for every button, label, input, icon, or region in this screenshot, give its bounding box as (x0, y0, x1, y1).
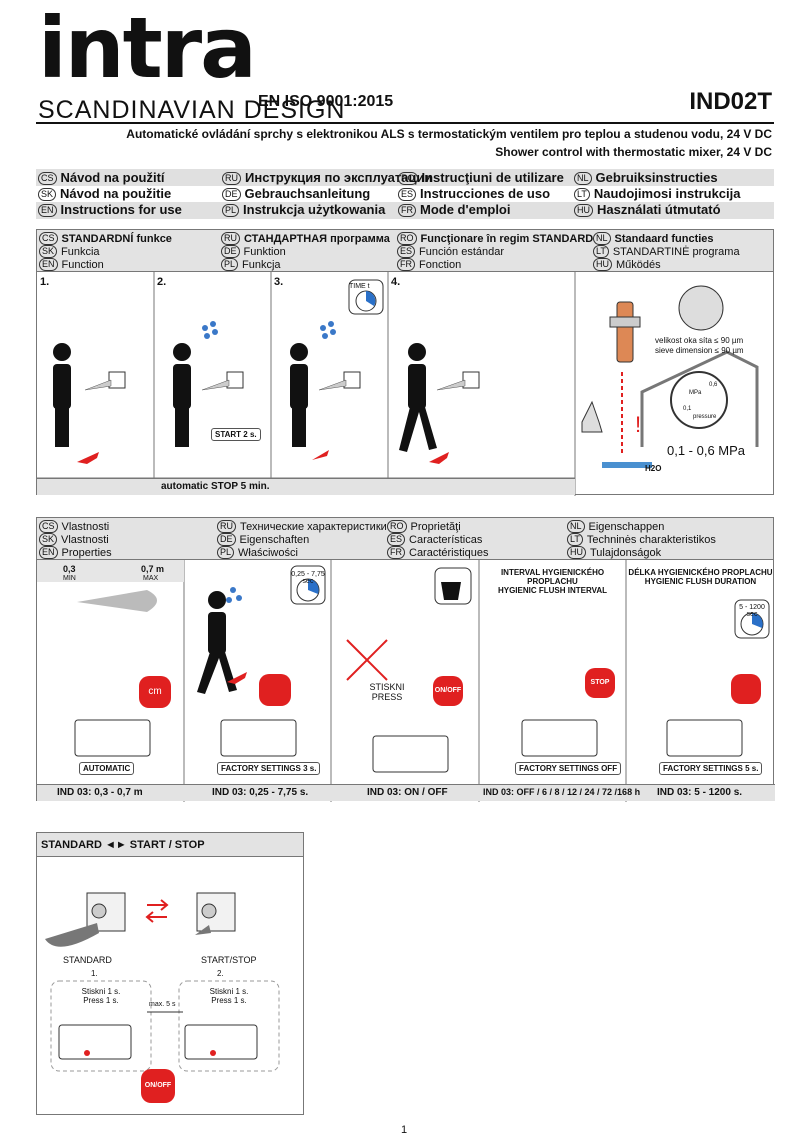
iso-label: EN ISO 9001:2015 (258, 93, 394, 110)
timer5-label: 5 - 1200 sec (739, 604, 765, 618)
gauge-06: 0,6 (709, 382, 718, 388)
onoff-button-2: ON/OFF (141, 1069, 175, 1103)
function-illustration: ! (37, 272, 759, 496)
mesh-en: sieve dimension ≤ 90 µm (655, 346, 744, 355)
properties-values-bar: IND 03: 0,3 - 0,7 m IND 03: 0,25 - 7,75 … (37, 784, 775, 801)
model-code: IND02T (689, 88, 772, 115)
range-max-value: 0,7 m (141, 564, 165, 574)
pressure-range: 0,1 - 0,6 MPa (667, 443, 746, 458)
timer-button (259, 674, 291, 706)
header-rule (36, 122, 774, 124)
max-label: MAX (143, 575, 159, 582)
step-1: 1. (91, 969, 98, 978)
press-1: Stiskni 1 s.Press 1 s. (81, 987, 121, 1005)
subtitle-en: Shower control with thermostatic mixer, … (495, 145, 772, 159)
range-min-value: 0,3 (63, 564, 76, 574)
timer-label: TIME t (349, 283, 370, 290)
subtitle-cs: Automatické ovládání sprchy s elektronik… (126, 127, 772, 141)
label-factory-3s: FACTORY SETTINGS 3 s. (217, 762, 321, 775)
brand-logo: intra (38, 0, 257, 97)
gauge-unit: MPa (689, 390, 702, 396)
label-automatic: AUTOMATIC (79, 762, 135, 775)
h2o-label: H2O (645, 464, 662, 473)
label-factory-5s: FACTORY SETTINGS 5 s. (659, 762, 763, 775)
max-time: max. 5 s (149, 1001, 176, 1008)
stop-button: STOP (585, 668, 615, 698)
step-2: 2. (217, 969, 224, 978)
onoff-button: ON/OFF (433, 676, 463, 706)
press-2: Stiskni 1 s.Press 1 s. (209, 987, 249, 1005)
min-label: MIN (63, 575, 76, 582)
gauge-01: 0,1 (683, 406, 692, 412)
stop-bar: automatic STOP 5 min. (37, 478, 575, 495)
timer2-label: 0,25 - 7,75 sec (291, 571, 325, 585)
warning-mark: ! (635, 412, 641, 437)
standard-label: STANDARD (63, 955, 112, 965)
page-number: 1 (400, 1124, 408, 1136)
mesh-cs: velikost oka síta ≤ 90 µm (655, 336, 744, 345)
startstop-label: START/STOP (201, 955, 257, 965)
start-label: START 2 s. (211, 428, 261, 441)
properties-illustration (37, 560, 770, 802)
start-stop-panel: STANDARD ◄► START / STOP STANDARD START/… (36, 832, 304, 1115)
start-stop-title: STANDARD ◄► START / STOP (41, 839, 205, 851)
gauge-pressure: pressure (693, 414, 717, 420)
label-factory-off: FACTORY SETTINGS OFF (515, 762, 622, 775)
start-stop-illustration (45, 892, 280, 1072)
duration-button (731, 674, 761, 704)
brand-tagline: SCANDINAVIAN DESIGN (38, 96, 346, 124)
cm-button: cm (139, 676, 171, 708)
